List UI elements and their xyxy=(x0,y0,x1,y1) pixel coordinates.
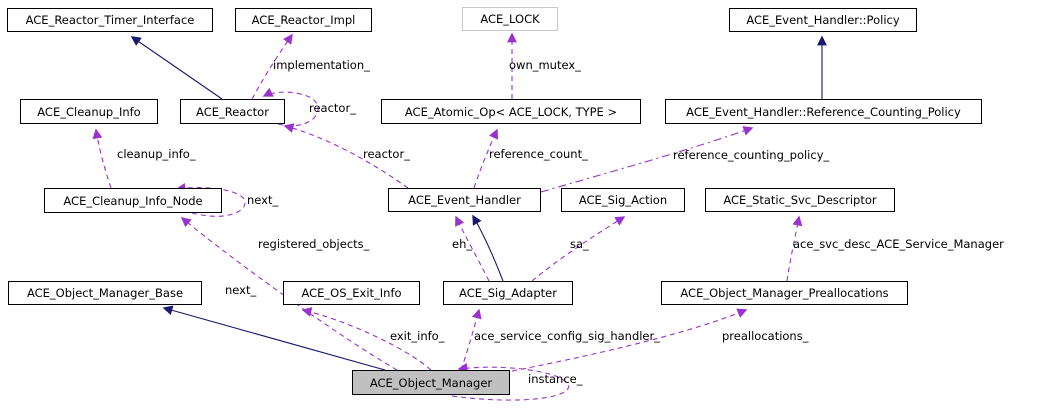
node-ace-sig-action[interactable]: ACE_Sig_Action xyxy=(561,188,685,212)
edge-label-next-object-manager-base: next_ xyxy=(225,283,257,297)
node-ace-os-exit-info[interactable]: ACE_OS_Exit_Info xyxy=(283,281,420,305)
inheritance-edges xyxy=(130,35,827,371)
usage-edges xyxy=(92,32,803,401)
usage-edge-reference-counting-policy xyxy=(540,126,754,193)
edge-label-reference-count: reference_count_ xyxy=(489,147,588,161)
edge-label-reactor: reactor_ xyxy=(363,147,410,161)
edge-label-next-cleanup-node: next_ xyxy=(247,193,279,207)
edge-label-eh: eh_ xyxy=(452,237,473,251)
edge-label-cleanup-info: cleanup_info_ xyxy=(117,147,196,161)
edge-label-preallocations: preallocations_ xyxy=(722,329,809,343)
edge-label-registered-objects: registered_objects_ xyxy=(258,237,370,251)
node-ace-sig-adapter[interactable]: ACE_Sig_Adapter xyxy=(443,281,573,305)
edge-label-sa: sa_ xyxy=(570,237,589,251)
node-ace-reactor[interactable]: ACE_Reactor xyxy=(180,99,285,124)
node-ace-cleanup-info-node[interactable]: ACE_Cleanup_Info_Node xyxy=(44,188,222,213)
node-ace-atomic-op[interactable]: ACE_Atomic_Op< ACE_LOCK, TYPE > xyxy=(381,99,641,124)
node-ace-lock: ACE_LOCK xyxy=(462,7,558,31)
node-ace-event-handler-reference-counting-policy[interactable]: ACE_Event_Handler::Reference_Counting_Po… xyxy=(665,99,982,124)
node-ace-object-manager: ACE_Object_Manager xyxy=(352,370,510,395)
node-ace-cleanup-info[interactable]: ACE_Cleanup_Info xyxy=(20,99,158,124)
edge-label-ace-service-config-sig-handler: ace_service_config_sig_handler_ xyxy=(474,329,660,343)
node-ace-event-handler[interactable]: ACE_Event_Handler xyxy=(388,188,541,212)
node-ace-static-svc-descriptor[interactable]: ACE_Static_Svc_Descriptor xyxy=(705,188,895,212)
edge-label-implementation: implementation_ xyxy=(273,58,370,72)
edge-label-instance: instance_ xyxy=(528,372,583,386)
edge-label-ace-svc-desc: ace_svc_desc_ACE_Service_Manager xyxy=(793,237,1004,251)
edge-label-reference-counting-policy: reference_counting_policy_ xyxy=(673,148,830,162)
edge-label-own-mutex: own_mutex_ xyxy=(509,58,581,72)
edge-label-reactor-self: reactor_ xyxy=(309,101,356,115)
node-ace-event-handler-policy[interactable]: ACE_Event_Handler::Policy xyxy=(729,8,917,32)
node-ace-reactor-timer-interface[interactable]: ACE_Reactor_Timer_Interface xyxy=(7,8,213,32)
node-ace-object-manager-preallocations[interactable]: ACE_Object_Manager_Preallocations xyxy=(661,281,908,305)
node-ace-reactor-impl[interactable]: ACE_Reactor_Impl xyxy=(235,8,372,32)
node-ace-object-manager-base[interactable]: ACE_Object_Manager_Base xyxy=(8,281,202,305)
edge-label-exit-info: exit_info_ xyxy=(390,329,445,343)
